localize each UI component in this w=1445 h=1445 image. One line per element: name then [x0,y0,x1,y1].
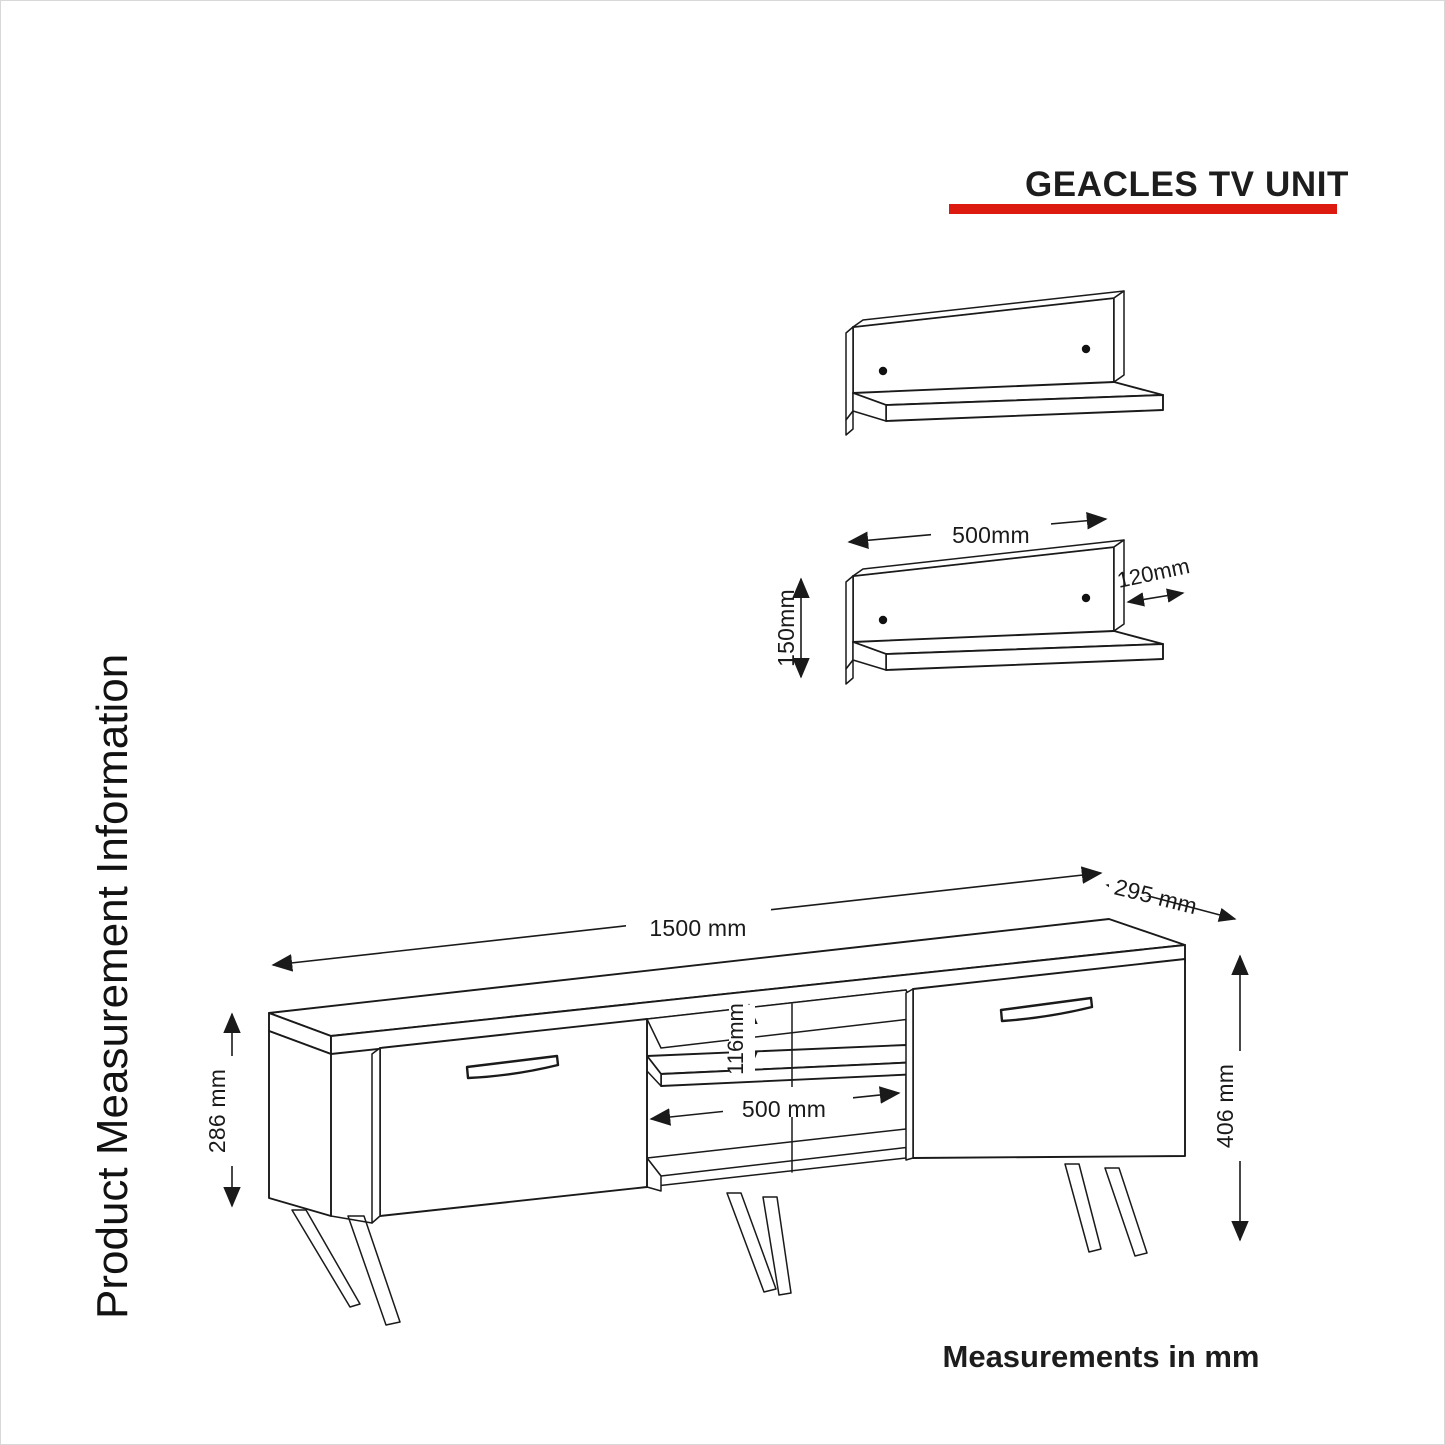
shelf2-back-panel-side-edge [1113,539,1125,632]
leg-left-back [291,1209,361,1308]
leg-centre-front [762,1196,792,1296]
dim-label-shelf-height: 150mm [773,589,799,667]
right-door-edge [905,988,914,1161]
figure-wall-shelf-dimensioned: 500mm 150mm 120mm [773,511,1192,685]
left-door-handle-icon[interactable] [465,1054,560,1080]
leg-centre-back [726,1192,777,1293]
dim-label-unit-total-height: 406 mm [1212,1064,1238,1148]
left-door-edge [371,1047,381,1224]
dim-label-bg-shelf-width [931,513,1051,543]
footer-measurement-note: Measurements in mm [943,1339,1260,1374]
right-door-handle-icon[interactable] [999,996,1094,1023]
shelf2-screw-hole-left-icon [878,615,888,625]
shelf-surface-left-edge [852,392,887,422]
title-underline-bar [949,204,1337,214]
dim-label-bg-shelf-gap [729,1005,755,1075]
side-vertical-title: Product Measurement Information [88,654,137,1319]
dim-label-unit-cabinet-height: 286 mm [204,1069,230,1153]
dim-label-unit-width: 1500 mm [649,915,746,941]
dim-label-shelf-depth: 120mm [1115,553,1192,593]
dim-label-bg-compartment-width [723,1087,853,1117]
shelf-back-panel-side-edge [1113,290,1125,383]
shelf-back-panel-left-edge [845,326,854,421]
screw-hole-left-icon [878,366,888,376]
figure-wall-shelf-plain [845,290,1164,436]
left-side-panel [268,1030,332,1217]
leg-left-front [347,1215,401,1326]
shelf2-screw-hole-right-icon [1081,593,1091,603]
tv-unit-legs [291,1163,1148,1326]
screw-hole-right-icon [1081,344,1091,354]
dim-label-bg-unit-cabinet-height [215,1056,249,1166]
header-block: GEACLES TV UNIT [949,165,1349,214]
dim-label-compartment-width: 500 mm [742,1096,826,1122]
side-label-block: Product Measurement Information [88,654,137,1319]
dim-label-bg-unit-width [626,906,771,938]
plinth-line-left [330,1215,373,1224]
figure-tv-unit: 1500 mm 295 mm 406 mm 286 mm 116mm 500 m… [204,866,1257,1326]
leg-right-front [1104,1167,1148,1257]
dim-label-shelf-width: 500mm [952,522,1030,548]
left-door-panel [379,1018,648,1217]
right-door-panel [912,958,1186,1159]
dim-line-shelf-depth [1126,588,1185,607]
shelf2-back-panel-left-edge [845,575,854,670]
shelf2-surface-left-edge [852,641,887,671]
dim-label-bg-unit-total-height [1223,1051,1257,1161]
leg-right-back [1064,1163,1102,1253]
page-title: GEACLES TV UNIT [1025,165,1349,204]
dim-label-shelf-gap: 116mm [723,1003,748,1075]
dim-label-bg-unit-depth [1109,866,1229,896]
shelf-back-panel-bottom-left [845,410,854,436]
shelf2-back-panel-bottom-left [845,659,854,685]
